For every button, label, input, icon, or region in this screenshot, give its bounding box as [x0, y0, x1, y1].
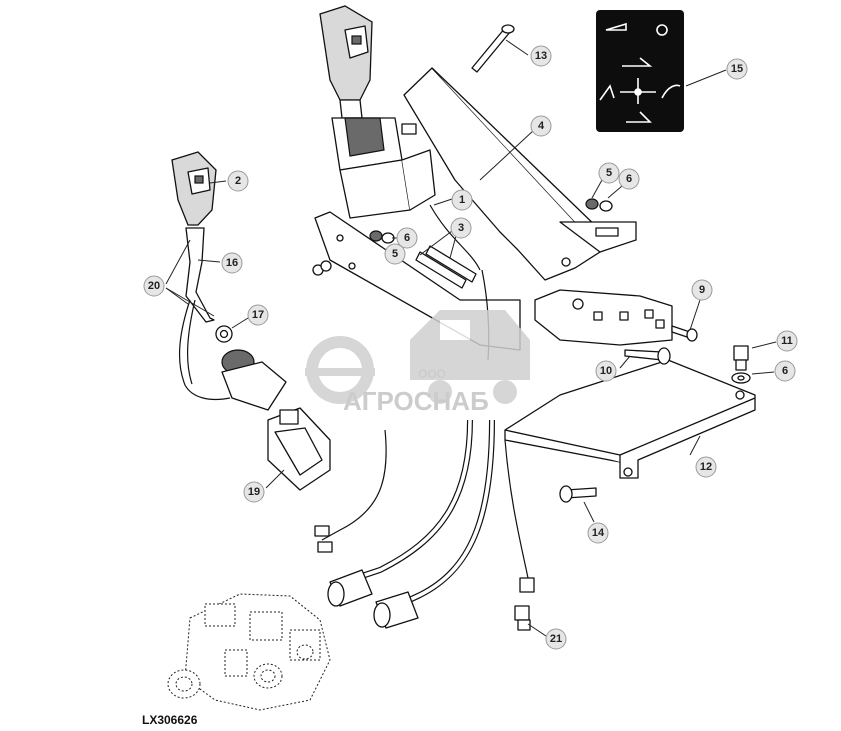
fasteners — [312, 24, 751, 503]
callout-12-label: 12 — [700, 461, 712, 473]
leader-lines — [165, 39, 777, 637]
callout-2: 2 — [227, 170, 249, 192]
callout-6-right: 6 — [618, 168, 640, 190]
watermark-harvester-icon — [410, 310, 530, 404]
hydraulic-hoses — [327, 419, 495, 629]
figure-id: LX306626 — [142, 713, 198, 727]
callout-5-center: 5 — [384, 243, 406, 265]
joystick-small — [171, 151, 217, 323]
decal-symbols — [599, 22, 681, 123]
joystick-base — [215, 325, 331, 491]
callout-4-label: 4 — [538, 120, 545, 132]
callout-2-label: 2 — [235, 175, 241, 187]
callout-12: 12 — [695, 456, 717, 478]
control-valve-block — [167, 593, 331, 711]
callout-6-lower: 6 — [774, 360, 796, 382]
callout-6-center: 6 — [396, 227, 418, 249]
callout-5-right-label: 5 — [606, 167, 612, 179]
joystick-main — [319, 5, 436, 219]
callout-11: 11 — [776, 330, 798, 352]
callout-13-label: 13 — [535, 50, 547, 62]
callout-10: 10 — [595, 360, 617, 382]
electrical-cables — [178, 204, 535, 631]
callout-1-label: 1 — [459, 194, 465, 206]
callout-5-right: 5 — [598, 162, 620, 184]
mounting-bracket — [314, 67, 673, 351]
callout-13: 13 — [530, 45, 552, 67]
watermark: ООО АГРОСНАБ — [305, 310, 530, 416]
callout-15: 15 — [726, 58, 748, 80]
callout-15-label: 15 — [731, 63, 743, 75]
callout-9-label: 9 — [699, 284, 705, 296]
watermark-prefix: ООО — [418, 367, 446, 381]
callout-3: 3 — [450, 217, 472, 239]
callout-4: 4 — [530, 115, 552, 137]
callout-6-center-label: 6 — [404, 232, 410, 244]
callout-21: 21 — [545, 628, 567, 650]
callout-14: 14 — [587, 522, 609, 544]
callout-1: 1 — [451, 189, 473, 211]
callout-19: 19 — [243, 481, 265, 503]
callout-5-center-label: 5 — [392, 248, 398, 260]
callout-20-label: 20 — [148, 280, 160, 292]
callout-19-label: 19 — [248, 486, 260, 498]
mounting-plate — [504, 359, 756, 479]
callout-16-label: 16 — [226, 257, 238, 269]
callout-10-label: 10 — [600, 365, 612, 377]
callout-6-right-label: 6 — [626, 173, 632, 185]
watermark-gear-icon — [305, 336, 375, 404]
callout-3-label: 3 — [458, 222, 464, 234]
control-decal — [596, 10, 684, 132]
callout-20: 20 — [143, 275, 165, 297]
callout-16: 16 — [221, 252, 243, 274]
callout-21-label: 21 — [550, 633, 562, 645]
callout-17: 17 — [247, 304, 269, 326]
callout-11-label: 11 — [781, 335, 793, 347]
watermark-company-name: АГРОСНАБ — [343, 386, 489, 416]
callout-14-label: 14 — [592, 527, 605, 539]
callout-6-lower-label: 6 — [782, 365, 788, 377]
callout-9: 9 — [691, 279, 713, 301]
callout-17-label: 17 — [252, 309, 264, 321]
